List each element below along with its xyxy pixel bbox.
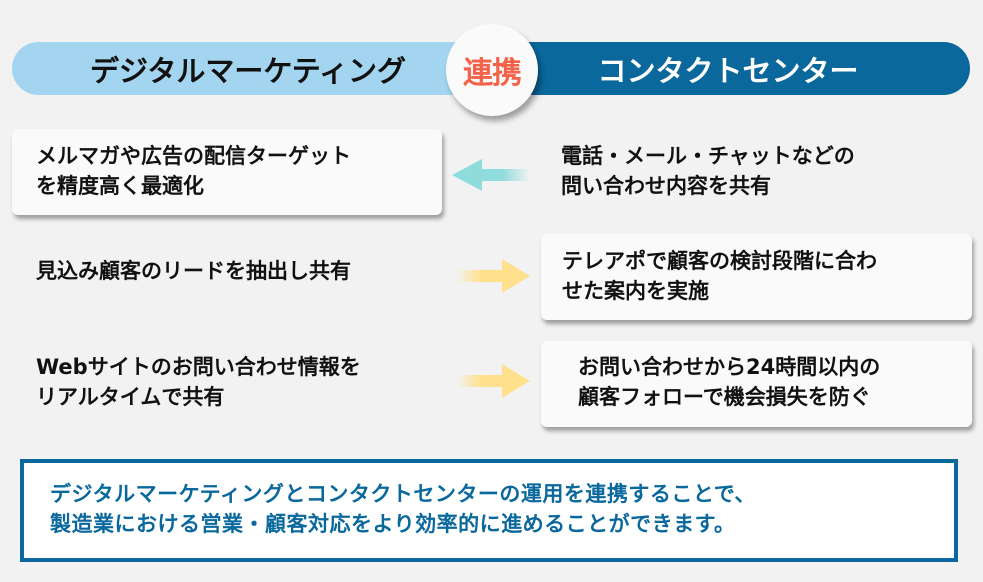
collaboration-badge: 連携 <box>446 24 538 116</box>
arrow-right-shape <box>456 259 530 293</box>
row-1-left-text: メルマガや広告の配信ターゲット を精度高く最適化 <box>36 144 351 198</box>
row-3-left-text: Webサイトのお問い合わせ情報を リアルタイムで共有 <box>36 355 361 409</box>
row-1-left-card <box>12 129 442 215</box>
collaboration-badge-label: 連携 <box>463 56 522 91</box>
row-3-right-card <box>541 341 972 427</box>
summary-text: デジタルマーケティングとコンタクトセンターの運用を連携することで、 製造業におけ… <box>50 482 756 536</box>
row-3-right-text: お問い合わせから24時間以内の 顧客フォローで機会損失を防ぐ <box>578 355 881 409</box>
contact-center-banner-label: コンタクトセンター <box>597 53 859 88</box>
row-2-left-text: 見込み顧客のリードを抽出し共有 <box>36 259 351 283</box>
arrow-left-icon <box>452 157 532 193</box>
row-2-right-text: テレアポで顧客の検討段階に合わ せた案内を実施 <box>562 249 877 303</box>
row-2-right-card <box>541 234 972 320</box>
arrow-left-shape <box>452 159 530 191</box>
arrow-right-icon <box>452 362 532 400</box>
summary-box: デジタルマーケティングとコンタクトセンターの運用を連携することで、 製造業におけ… <box>20 459 958 562</box>
marketing-banner-label: デジタルマーケティング <box>89 53 407 88</box>
contact-center-banner: コンタクトセンター <box>482 42 970 95</box>
arrow-right-shape <box>456 364 530 398</box>
row-1-right-text: 電話・メール・チャットなどの 問い合わせ内容を共有 <box>561 144 855 198</box>
marketing-banner: デジタルマーケティング <box>12 42 482 95</box>
arrow-right-icon <box>452 257 532 295</box>
